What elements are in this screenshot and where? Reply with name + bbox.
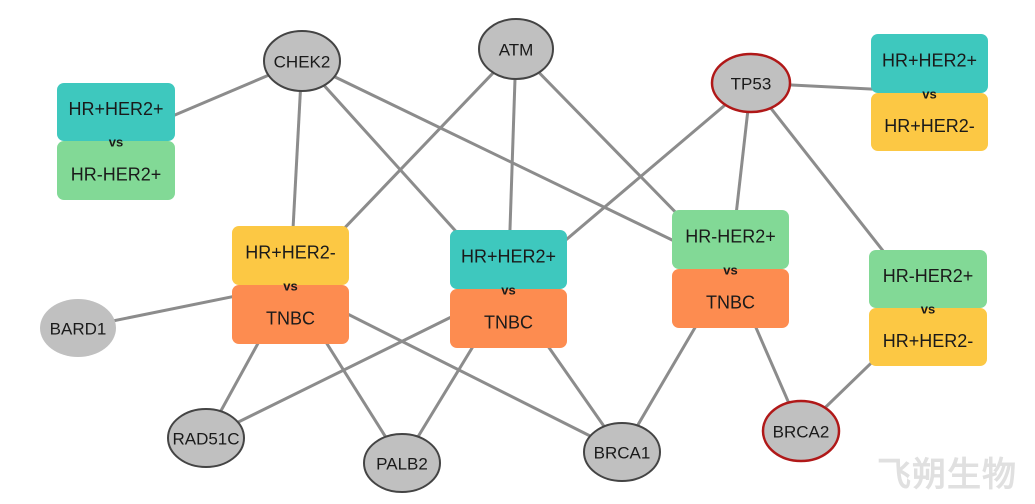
comparison-vs-label: vs — [922, 87, 936, 102]
gene-label: RAD51C — [172, 430, 239, 449]
comparison-vs-label: vs — [501, 283, 515, 298]
comparison-vs-label: vs — [921, 302, 935, 317]
comparison-bottom-label: TNBC — [484, 313, 533, 333]
gene-node-brca1: BRCA1 — [583, 422, 661, 482]
comparison-bottom-label: HR+HER2- — [884, 116, 975, 136]
comparison-top-box — [672, 210, 789, 269]
comparison-bottom-box — [450, 289, 567, 348]
gene-label: CHEK2 — [274, 53, 331, 72]
gene-ellipse — [40, 299, 116, 357]
gene-label: TP53 — [731, 75, 772, 94]
gene-label: PALB2 — [376, 455, 428, 474]
comparison-bottom-box — [232, 285, 349, 344]
comparison-bottom-label: HR-HER2+ — [71, 165, 162, 185]
gene-label: ATM — [499, 41, 534, 60]
gene-ellipse — [363, 433, 441, 493]
gene-node-tp53: TP53 — [710, 52, 792, 114]
comparison-bottom-box — [871, 93, 988, 151]
gene-ellipse — [710, 52, 792, 114]
comparison-bottom-box — [869, 308, 987, 366]
gene-label: BRCA2 — [773, 423, 830, 442]
comparison-top-box — [57, 83, 175, 141]
comparison-bottom-box — [57, 141, 175, 200]
comparison-top-label: HR+HER2+ — [68, 99, 163, 119]
watermark-text: 飞朔生物 — [877, 455, 1017, 495]
gene-label: BRCA1 — [594, 444, 651, 463]
comparison-vs-label: vs — [723, 263, 737, 278]
comparison-top-label: HR+HER2+ — [882, 51, 977, 71]
gene-ellipse — [478, 18, 554, 80]
comparison-top-label: HR+HER2+ — [461, 247, 556, 267]
comparison-top-label: HR-HER2+ — [685, 227, 776, 247]
comparison-vs-label: vs — [109, 135, 123, 150]
gene-node-bard1: BARD1 — [40, 299, 116, 357]
gene-node-rad51c: RAD51C — [167, 408, 245, 468]
comparison-top-box — [869, 250, 987, 308]
comparison-top-box — [232, 226, 349, 285]
gene-ellipse — [167, 408, 245, 468]
comparison-bottom-box — [672, 269, 789, 328]
comparison-top-label: HR+HER2- — [245, 243, 336, 263]
gene-ellipse — [583, 422, 661, 482]
nodes-layer: HR+HER2+vsHR-HER2+HR+HER2-vsTNBCHR+HER2+… — [40, 18, 988, 493]
comparison-bottom-label: HR+HER2- — [883, 331, 974, 351]
gene-node-chek2: CHEK2 — [263, 30, 341, 92]
gene-ellipse — [263, 30, 341, 92]
gene-node-atm: ATM — [478, 18, 554, 80]
comparison-bottom-label: TNBC — [266, 309, 315, 329]
gene-ellipse — [761, 399, 841, 463]
comparison-bottom-label: TNBC — [706, 293, 755, 313]
gene-label: BARD1 — [50, 320, 107, 339]
gene-node-brca2: BRCA2 — [761, 399, 841, 463]
comparison-top-label: HR-HER2+ — [883, 266, 974, 286]
comparison-vs-label: vs — [283, 279, 297, 294]
comparison-top-box — [450, 230, 567, 289]
comparison-top-box — [871, 34, 988, 93]
edge-chek2-c4 — [301, 59, 731, 270]
gene-node-palb2: PALB2 — [363, 433, 441, 493]
